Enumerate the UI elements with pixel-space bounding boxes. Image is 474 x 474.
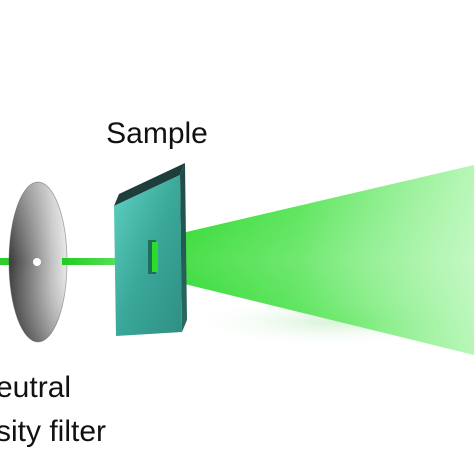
neutral-density-filter [8, 181, 68, 343]
sample-slab [114, 163, 187, 336]
filter-beam-spot [33, 258, 41, 266]
filter-label-line-2: sity filter [0, 415, 106, 448]
filter-label-line-1: eutral [0, 371, 71, 404]
sample-label: Sample [106, 117, 208, 150]
output-beam-cone [152, 165, 474, 355]
transmitted-beam [62, 258, 116, 265]
incoming-beam [0, 258, 14, 265]
